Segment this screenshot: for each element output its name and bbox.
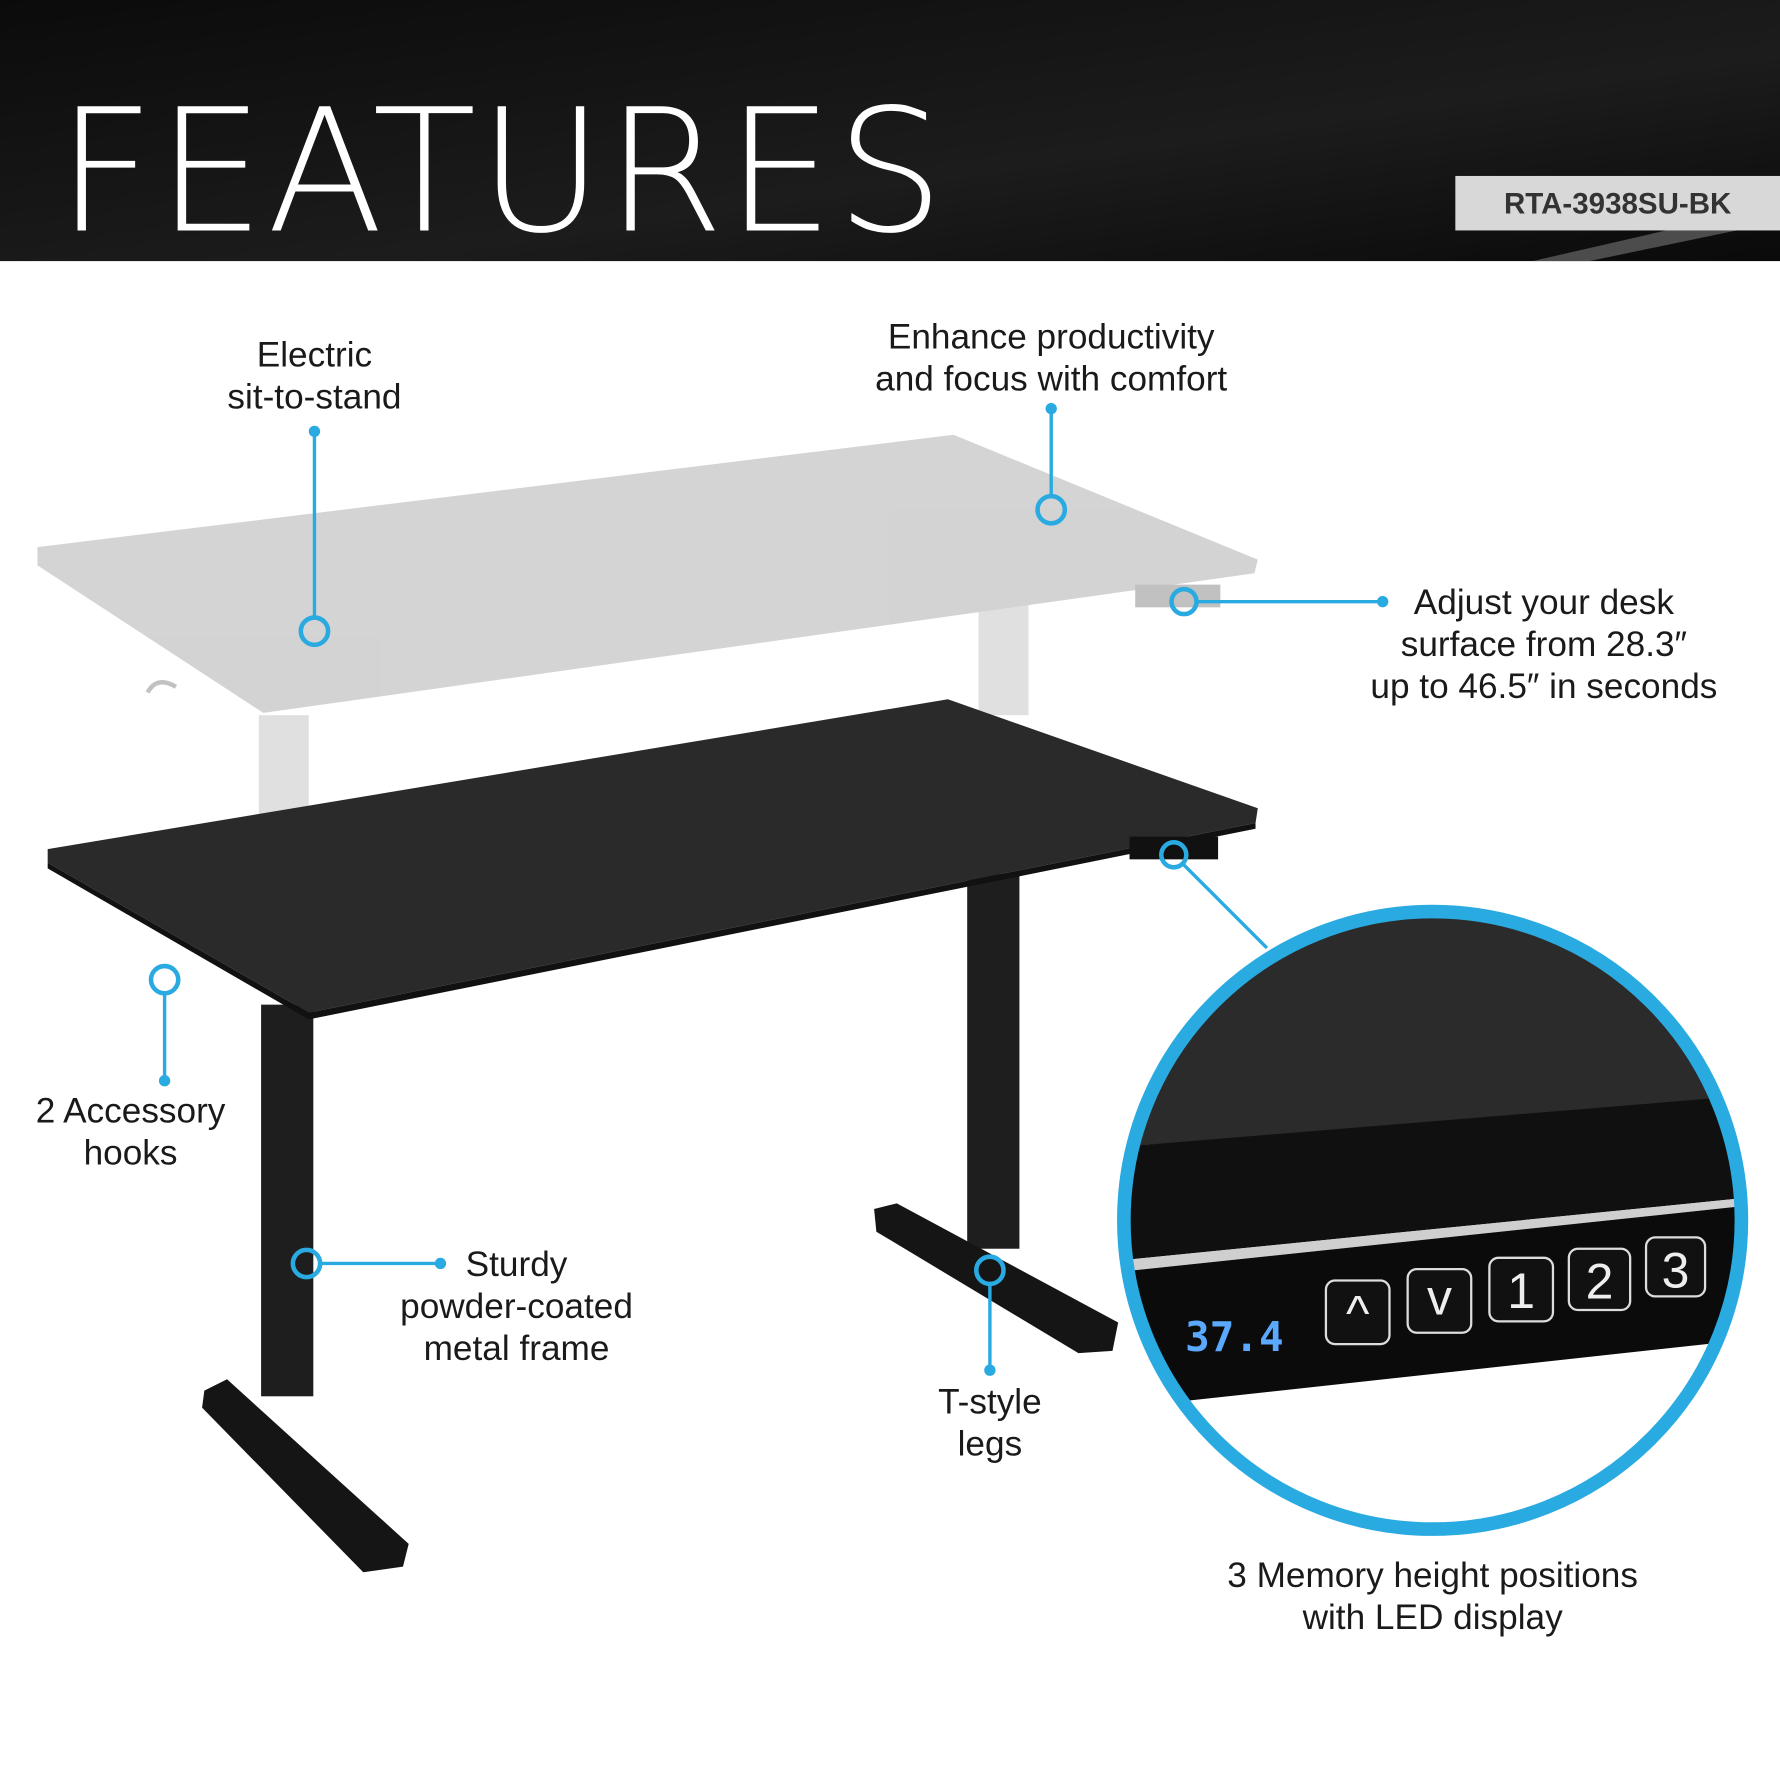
svg-text:T-style: T-style <box>938 1382 1042 1421</box>
memory-3-button[interactable]: 3 <box>1644 1236 1707 1298</box>
lowered-desk-image <box>47 699 1258 1573</box>
callout-memory: 3 Memory height positions with LED displ… <box>1227 1556 1638 1637</box>
callout-dots <box>158 402 1389 1376</box>
svg-text:1: 1 <box>1507 1263 1535 1319</box>
callout-legs: T-style legs <box>938 1382 1042 1463</box>
control-panel-closeup: 37.4 ^ v 1 2 3 <box>1117 904 1749 1536</box>
svg-text:2 Accessory: 2 Accessory <box>36 1092 226 1131</box>
callout-productivity: Enhance productivity and focus with comf… <box>875 318 1227 399</box>
svg-text:3: 3 <box>1662 1242 1690 1298</box>
svg-text:^: ^ <box>1346 1285 1370 1341</box>
svg-text:Electric: Electric <box>257 336 372 375</box>
svg-text:surface from 28.3″: surface from 28.3″ <box>1401 625 1687 664</box>
svg-text:sit-to-stand: sit-to-stand <box>227 378 401 417</box>
memory-1-button[interactable]: 1 <box>1488 1256 1555 1323</box>
raised-desk-image <box>37 434 1258 841</box>
svg-text:with LED display: with LED display <box>1302 1598 1564 1637</box>
svg-text:and focus with comfort: and focus with comfort <box>875 360 1227 399</box>
sku-label: RTA-3938SU-BK <box>1504 187 1732 220</box>
down-button[interactable]: v <box>1406 1268 1473 1334</box>
svg-text:Enhance productivity: Enhance productivity <box>888 318 1215 357</box>
svg-text:2: 2 <box>1586 1254 1614 1310</box>
svg-text:Sturdy: Sturdy <box>466 1245 568 1284</box>
callout-frame: Sturdy powder-coated metal frame <box>400 1245 633 1368</box>
svg-text:Adjust your desk: Adjust your desk <box>1414 583 1675 622</box>
svg-text:powder-coated: powder-coated <box>400 1287 633 1326</box>
header-banner: FEATURES RTA-3938SU-BK <box>0 0 1780 271</box>
sku-badge <box>1455 175 1780 231</box>
page-title: FEATURES <box>57 73 947 271</box>
svg-text:legs: legs <box>958 1424 1023 1463</box>
callout-lines <box>148 408 1383 1371</box>
up-button[interactable]: ^ <box>1324 1279 1391 1346</box>
svg-text:up to 46.5″ in seconds: up to 46.5″ in seconds <box>1370 667 1717 706</box>
svg-text:v: v <box>1427 1270 1452 1326</box>
memory-2-button[interactable]: 2 <box>1567 1247 1632 1312</box>
callout-hooks: 2 Accessory hooks <box>36 1092 226 1173</box>
svg-text:metal frame: metal frame <box>424 1329 610 1368</box>
svg-text:3 Memory height positions: 3 Memory height positions <box>1227 1556 1638 1595</box>
led-display: 37.4 <box>1185 1313 1283 1361</box>
callout-height-range: Adjust your desk surface from 28.3″ up t… <box>1370 583 1717 706</box>
svg-text:hooks: hooks <box>84 1134 178 1173</box>
callout-electric: Electric sit-to-stand <box>227 336 401 417</box>
